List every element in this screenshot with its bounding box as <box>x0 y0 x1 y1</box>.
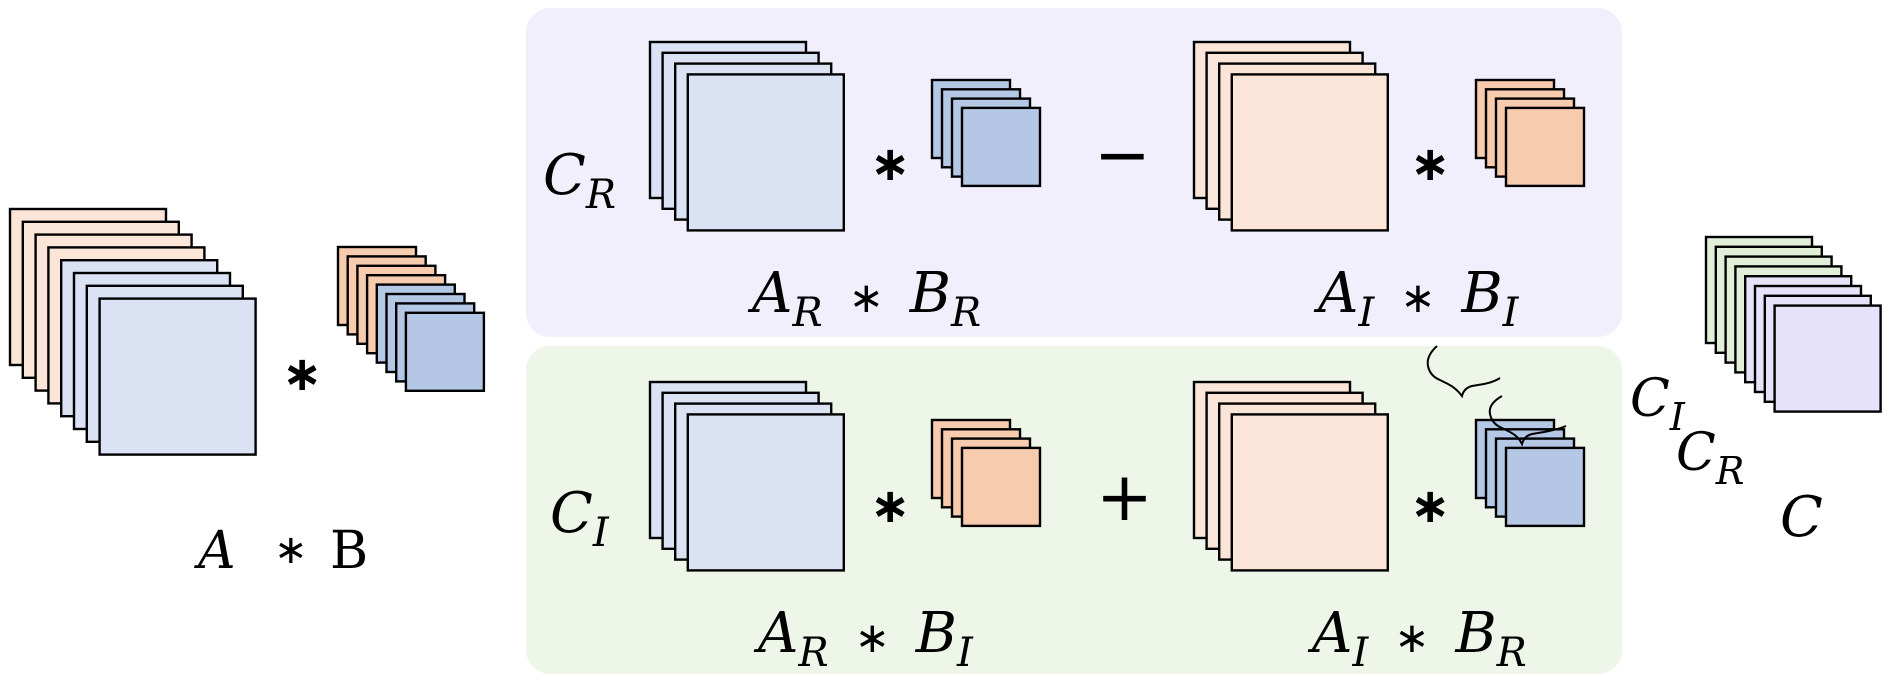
label-ar-bi: AR∗BI <box>753 601 974 676</box>
top-ai-stack <box>1192 40 1390 232</box>
bottom-right-star: ∗ <box>1410 478 1450 534</box>
top-left-star: ∗ <box>870 136 910 192</box>
label-right-ci: CI <box>1630 369 1686 439</box>
label-right-cr: CR <box>1676 423 1744 493</box>
label-b: B <box>330 521 368 581</box>
label-ai-bi: AI∗BI <box>1313 261 1520 336</box>
feature-map-layer <box>1230 413 1390 572</box>
plus-operator: + <box>1096 458 1153 537</box>
input-b-stack <box>336 245 486 392</box>
output-c-stack <box>1704 235 1882 413</box>
label-ar-br: AR∗BR <box>747 261 981 336</box>
ci-brace <box>1426 345 1501 399</box>
label-ai-br: AI∗BR <box>1307 601 1527 676</box>
cr-brace <box>1488 395 1567 447</box>
convolution-star: ∗ <box>282 346 322 402</box>
top-bi-stack <box>1474 78 1586 188</box>
feature-map-layer <box>1230 73 1390 232</box>
feature-map-layer <box>960 446 1042 528</box>
label-cr: CR <box>543 143 616 218</box>
feature-map-layer <box>1504 446 1586 528</box>
bottom-ar-stack <box>648 380 845 572</box>
feature-map-layer <box>1504 106 1586 188</box>
minus-operator: − <box>1094 116 1151 195</box>
label-ci: CI <box>550 481 610 556</box>
bottom-br-stack <box>1474 418 1586 528</box>
top-br-stack <box>930 78 1042 188</box>
label-right-c: C <box>1780 485 1823 550</box>
label-star: ∗ <box>274 527 308 573</box>
feature-map-layer <box>1773 304 1882 413</box>
feature-map-layer <box>98 297 257 456</box>
label-a: A <box>194 521 236 581</box>
input-a-stack <box>8 207 257 456</box>
bottom-ai-stack <box>1192 380 1390 572</box>
bottom-bi-stack <box>930 418 1042 528</box>
feature-map-layer <box>686 413 845 572</box>
top-right-star: ∗ <box>1410 136 1450 192</box>
feature-map-layer <box>686 73 845 232</box>
bottom-left-star: ∗ <box>870 478 910 534</box>
feature-map-layer <box>960 106 1042 188</box>
top-ar-stack <box>648 40 845 232</box>
feature-map-layer <box>404 311 486 392</box>
